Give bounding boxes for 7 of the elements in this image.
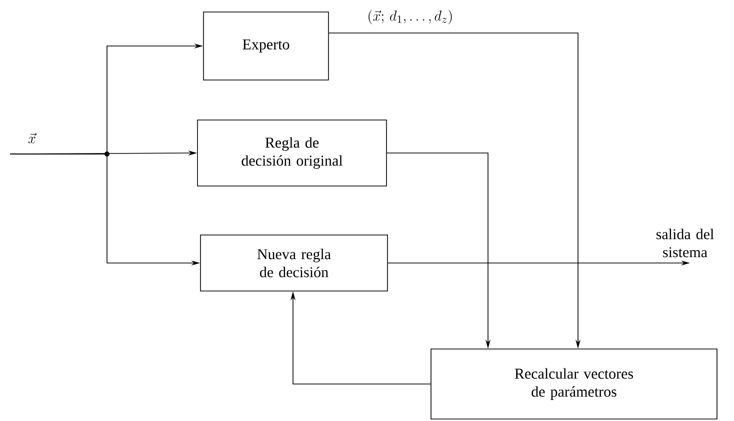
process-box: Recalcular vectores de parámetros [430,348,718,420]
output-formula: $(\vec{x};\, d_{1},\ldots,d_{z})$ [368,10,452,24]
process-box: Nueva regla de decisión [200,234,388,292]
process-box: Regla de decisión original [197,120,387,186]
edge-label: $\vec{x}$ [28,132,37,144]
edge-label: salida del sistema [656,228,714,258]
process-box: Experto [203,12,329,80]
